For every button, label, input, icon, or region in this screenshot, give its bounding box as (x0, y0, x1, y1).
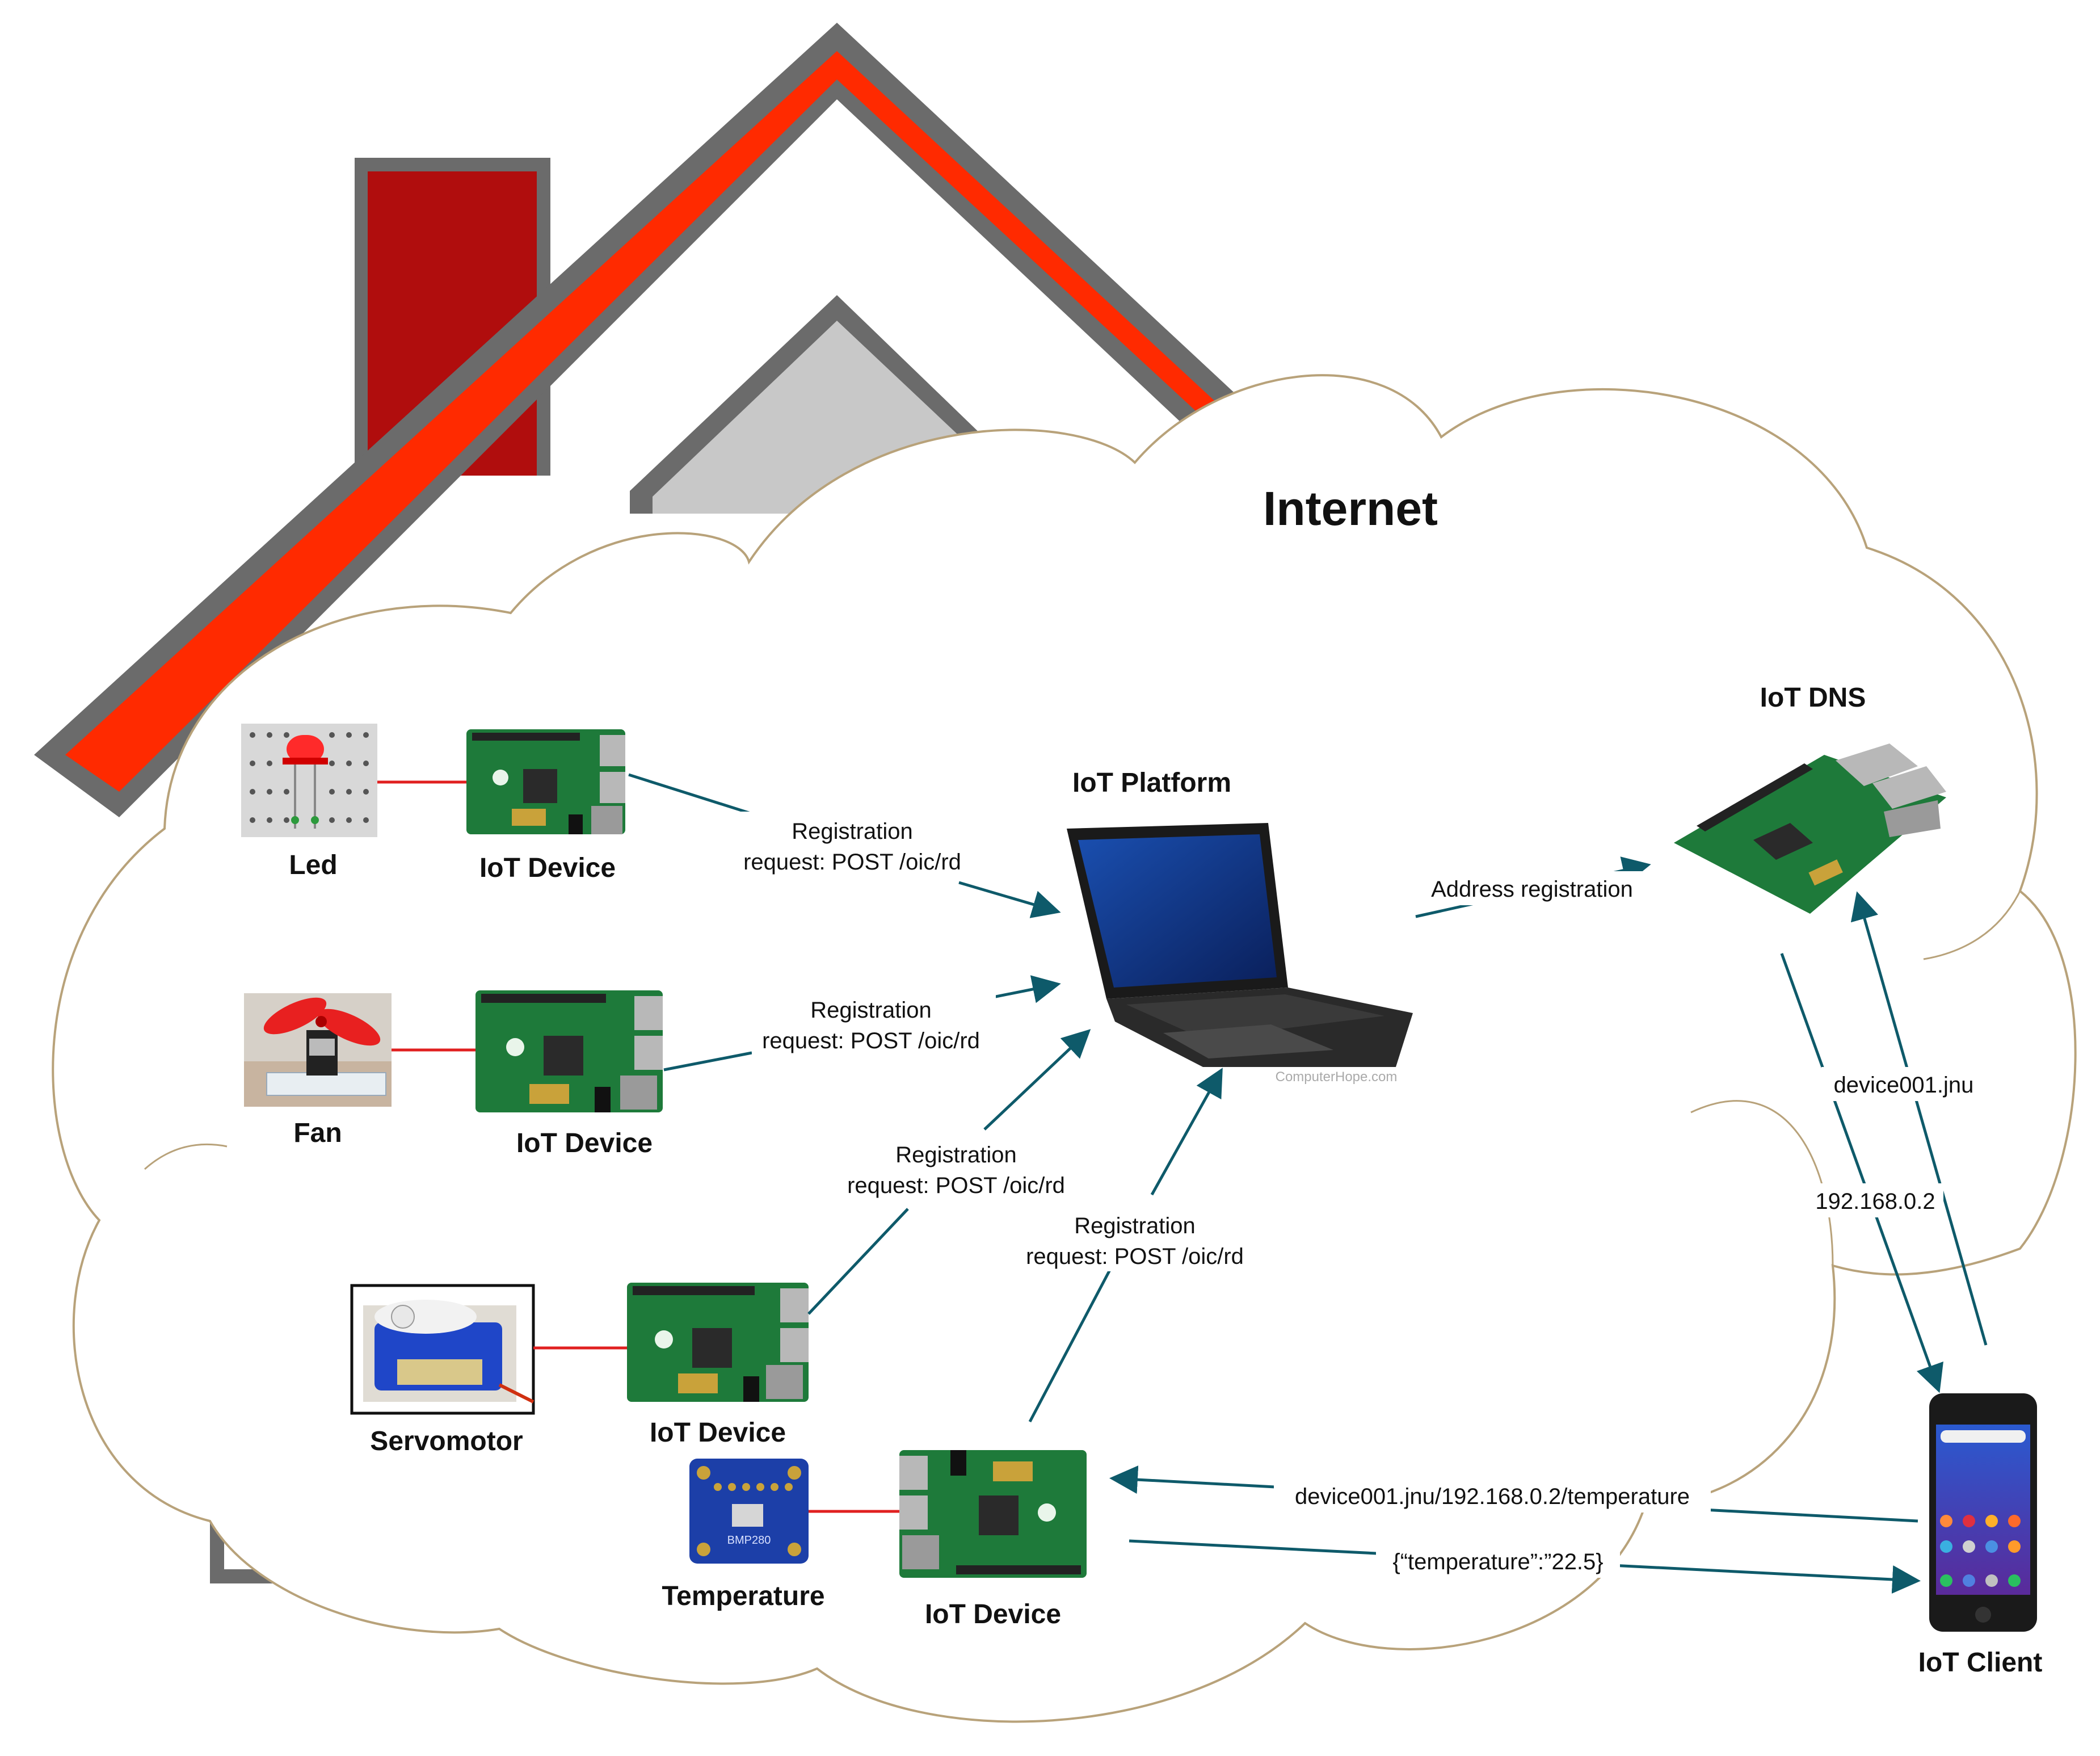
raspberry-pi-icon (475, 990, 663, 1112)
edge-get-request: device001.jnu/192.168.0.2/temperature (1295, 1484, 1690, 1509)
edge-response: {“temperature”:”22.5} (1392, 1549, 1603, 1574)
arrow-reg4-b (1150, 1068, 1223, 1196)
edge-reg4-line1: Registration (1074, 1213, 1195, 1238)
arrow-reg3-b (983, 1029, 1091, 1131)
iot-platform-label: IoT Platform (1072, 768, 1231, 798)
arrow-dns-reply (1780, 953, 1943, 1393)
arrow-dns-query (1850, 891, 1988, 1346)
servo-label: Servomotor (370, 1426, 523, 1456)
edge-reg2-line1: Registration (810, 998, 931, 1023)
edge-reg3-line2: request: POST /oic/rd (847, 1173, 1065, 1198)
arrow-reg3-a (807, 1208, 909, 1315)
temp-chip-text: BMP280 (727, 1534, 771, 1547)
edge-reg2-line2: request: POST /oic/rd (762, 1028, 980, 1053)
arrow-reg2-b (984, 975, 1061, 1003)
laptop-watermark: ComputerHope.com (1276, 1069, 1398, 1085)
fan-label: Fan (293, 1118, 342, 1148)
edge-labels: Registration request: POST /oic/rd Regis… (732, 812, 1986, 1578)
edge-dns-query: device001.jnu (1834, 1073, 1974, 1098)
led-node: Led (241, 724, 377, 880)
led-icon (241, 724, 377, 837)
led-label: Led (289, 850, 337, 880)
temp-node: BMP280 Temperature (662, 1459, 825, 1611)
iot-client-node: IoT Client (1918, 1393, 2043, 1678)
servo-icon (350, 1284, 535, 1415)
edge-addr: Address registration (1431, 877, 1633, 902)
raspberry-pi-icon (466, 729, 625, 834)
fan-node: Fan (244, 993, 392, 1148)
iot-dns-node: IoT DNS (1674, 683, 1946, 914)
laptop-icon (1067, 823, 1413, 1067)
raspberry-pi-icon (1674, 743, 1946, 914)
iot-device-4: IoT Device (899, 1450, 1087, 1629)
edge-reg1-line2: request: POST /oic/rd (743, 850, 961, 875)
temperature-label: Temperature (662, 1581, 824, 1611)
temperature-sensor-icon: BMP280 (689, 1459, 809, 1564)
edge-reg1-line1: Registration (792, 819, 912, 844)
iot-device-label: IoT Device (516, 1128, 653, 1158)
iot-device-label: IoT Device (925, 1599, 1061, 1629)
arrow-reg4-a (1028, 1265, 1114, 1423)
cloud-inner-arc (1923, 890, 2021, 960)
iot-client-label: IoT Client (1918, 1648, 2043, 1678)
edge-reg4-line2: request: POST /oic/rd (1026, 1244, 1244, 1269)
iot-device-2: IoT Device (475, 990, 663, 1158)
cloud-inner-arc (144, 1143, 228, 1170)
arrow-reg1-b (958, 881, 1061, 918)
iot-platform-node: ComputerHope.com IoT Platform (1067, 768, 1413, 1085)
iot-dns-label: IoT DNS (1760, 683, 1866, 713)
raspberry-pi-icon (899, 1450, 1087, 1578)
fan-icon (244, 993, 392, 1107)
arrow-reg1-a (628, 773, 764, 819)
servo-node: Servomotor (350, 1284, 535, 1456)
diagram-title: Internet (1263, 482, 1438, 535)
arrow-reg2-a (663, 1051, 752, 1072)
cloud-inner-arc (1690, 1100, 1834, 1266)
smartphone-icon (1929, 1393, 2037, 1632)
raspberry-pi-icon (627, 1283, 809, 1402)
edge-dns-reply: 192.168.0.2 (1815, 1189, 1935, 1214)
iot-device-1: IoT Device (466, 729, 625, 883)
iot-device-label: IoT Device (650, 1418, 786, 1448)
iot-device-label: IoT Device (479, 853, 616, 883)
edge-reg3-line1: Registration (895, 1142, 1016, 1167)
iot-device-3: IoT Device (627, 1283, 809, 1448)
